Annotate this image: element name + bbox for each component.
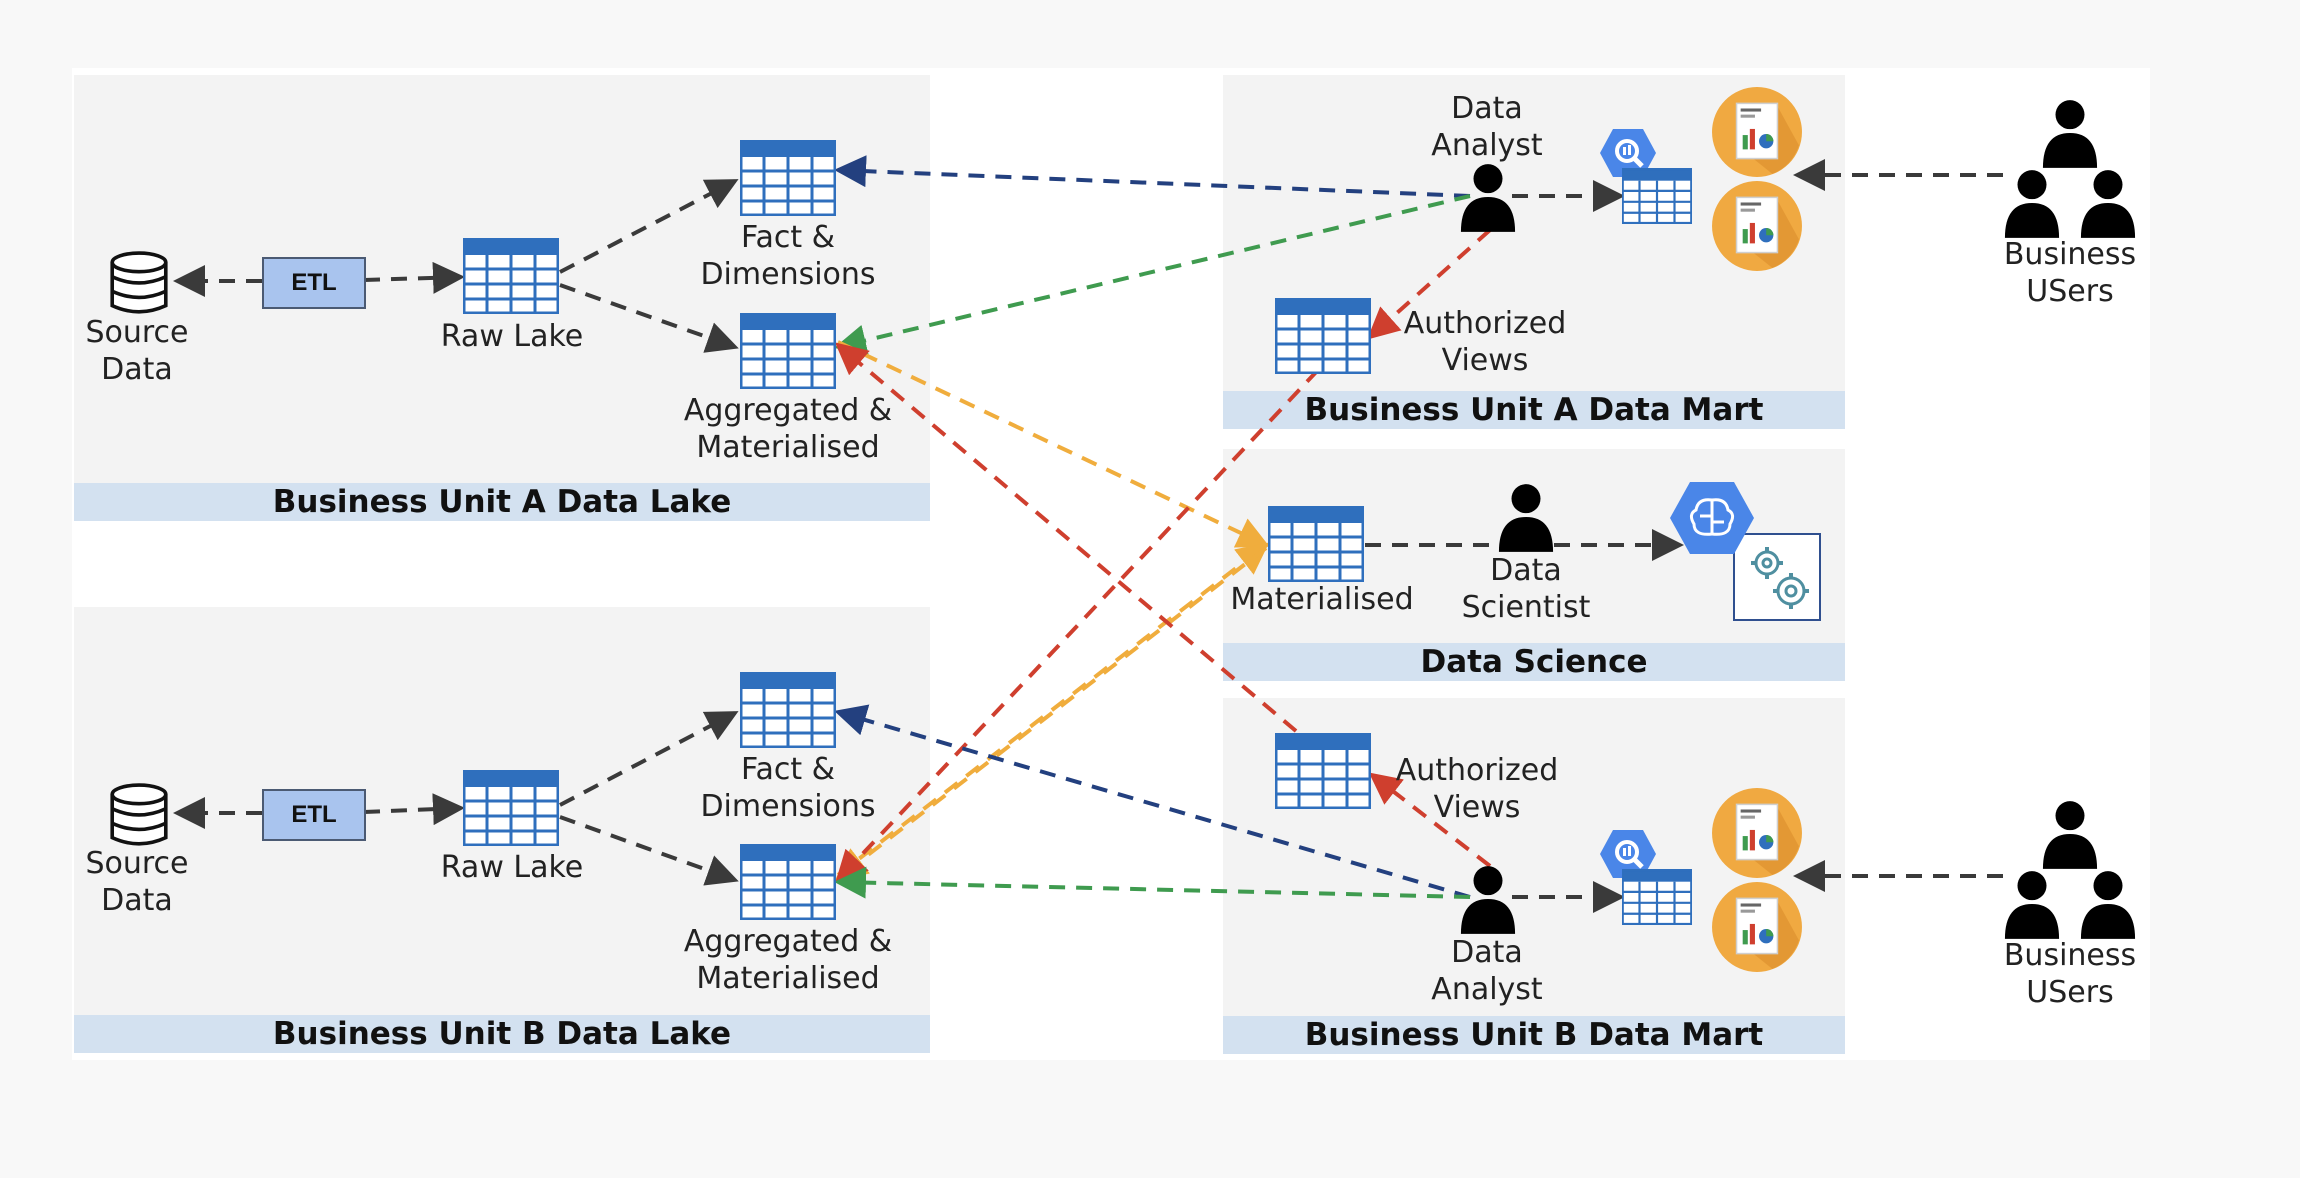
user-group-icon <box>2004 100 2136 238</box>
database-icon <box>108 250 170 318</box>
authorized-views-b-label: Authorized Views <box>1395 753 1559 825</box>
data-science-title: Data Science <box>1223 643 1845 681</box>
data-analyst-b-label: Data Analyst <box>1431 935 1543 1007</box>
person-icon <box>1459 864 1517 936</box>
source-data-b-label: Source Data <box>85 846 189 918</box>
table-icon <box>1622 168 1692 224</box>
aggregated-a-label: Aggregated & Materialised <box>683 393 893 465</box>
report-icon <box>1711 787 1803 879</box>
arrow-authviews-b-to-agg-a <box>834 342 1298 733</box>
table-icon <box>740 140 836 216</box>
authorized-views-a-label: Authorized Views <box>1403 306 1567 378</box>
fact-dimensions-b-label: Fact & Dimensions <box>700 752 876 824</box>
table-icon <box>740 672 836 748</box>
arrow-analyst-b-to-agg-b <box>834 866 1471 899</box>
etl-a-box[interactable]: ETL <box>262 257 366 309</box>
table-icon <box>463 770 559 846</box>
arrow-analyst-b-to-fact-b <box>834 704 1471 899</box>
report-icon <box>1711 180 1803 272</box>
gears-icon <box>1733 533 1821 621</box>
arrow-analyst-a-to-fact-a <box>834 155 1471 198</box>
arrow-raw-to-agg-b <box>559 815 739 886</box>
arrow-analyst-a-to-agg-a <box>834 194 1471 357</box>
table-icon <box>1268 506 1364 582</box>
arrow-raw-to-agg-a <box>559 283 739 353</box>
source-data-a-label: Source Data <box>85 315 189 387</box>
report-icon <box>1711 881 1803 973</box>
lake-a-title: Business Unit A Data Lake <box>74 483 930 521</box>
business-users-a-label: Business USers <box>2003 237 2137 309</box>
arrow-etl-to-raw-b <box>363 793 465 826</box>
arrow-raw-to-fact-a <box>559 179 739 274</box>
table-icon <box>740 844 836 920</box>
mart-a-title: Business Unit A Data Mart <box>1223 391 1845 429</box>
raw-lake-b-label: Raw Lake <box>440 850 584 885</box>
arrow-materialised-to-agg-b <box>834 546 1268 881</box>
person-icon <box>1497 482 1555 554</box>
data-scientist-label: Data Scientist <box>1461 553 1591 625</box>
business-users-b-label: Business USers <box>2003 938 2137 1010</box>
materialised-label: Materialised <box>1230 582 1414 617</box>
database-icon <box>108 782 170 850</box>
aggregated-b-label: Aggregated & Materialised <box>683 924 893 996</box>
table-icon <box>1622 869 1692 925</box>
etl-b-box[interactable]: ETL <box>262 789 366 841</box>
lake-b-title: Business Unit B Data Lake <box>74 1015 930 1053</box>
arrow-etl-to-raw-a <box>363 261 465 294</box>
arrow-raw-to-fact-b <box>559 711 739 807</box>
table-icon <box>740 313 836 389</box>
table-icon <box>463 238 559 314</box>
fact-dimensions-a-label: Fact & Dimensions <box>700 220 876 292</box>
raw-lake-a-label: Raw Lake <box>440 319 584 354</box>
data-analyst-a-label: Data Analyst <box>1431 91 1543 163</box>
ml-engine-icon <box>1670 482 1754 554</box>
arrow-authviews-a-to-agg-b <box>835 368 1320 883</box>
person-icon <box>1459 162 1517 234</box>
table-icon <box>1275 733 1371 809</box>
arrow-agg-b-to-materialised <box>836 542 1270 877</box>
user-group-icon <box>2004 801 2136 939</box>
table-icon <box>1275 298 1371 374</box>
mart-b-title: Business Unit B Data Mart <box>1223 1016 1845 1054</box>
report-icon <box>1711 86 1803 178</box>
